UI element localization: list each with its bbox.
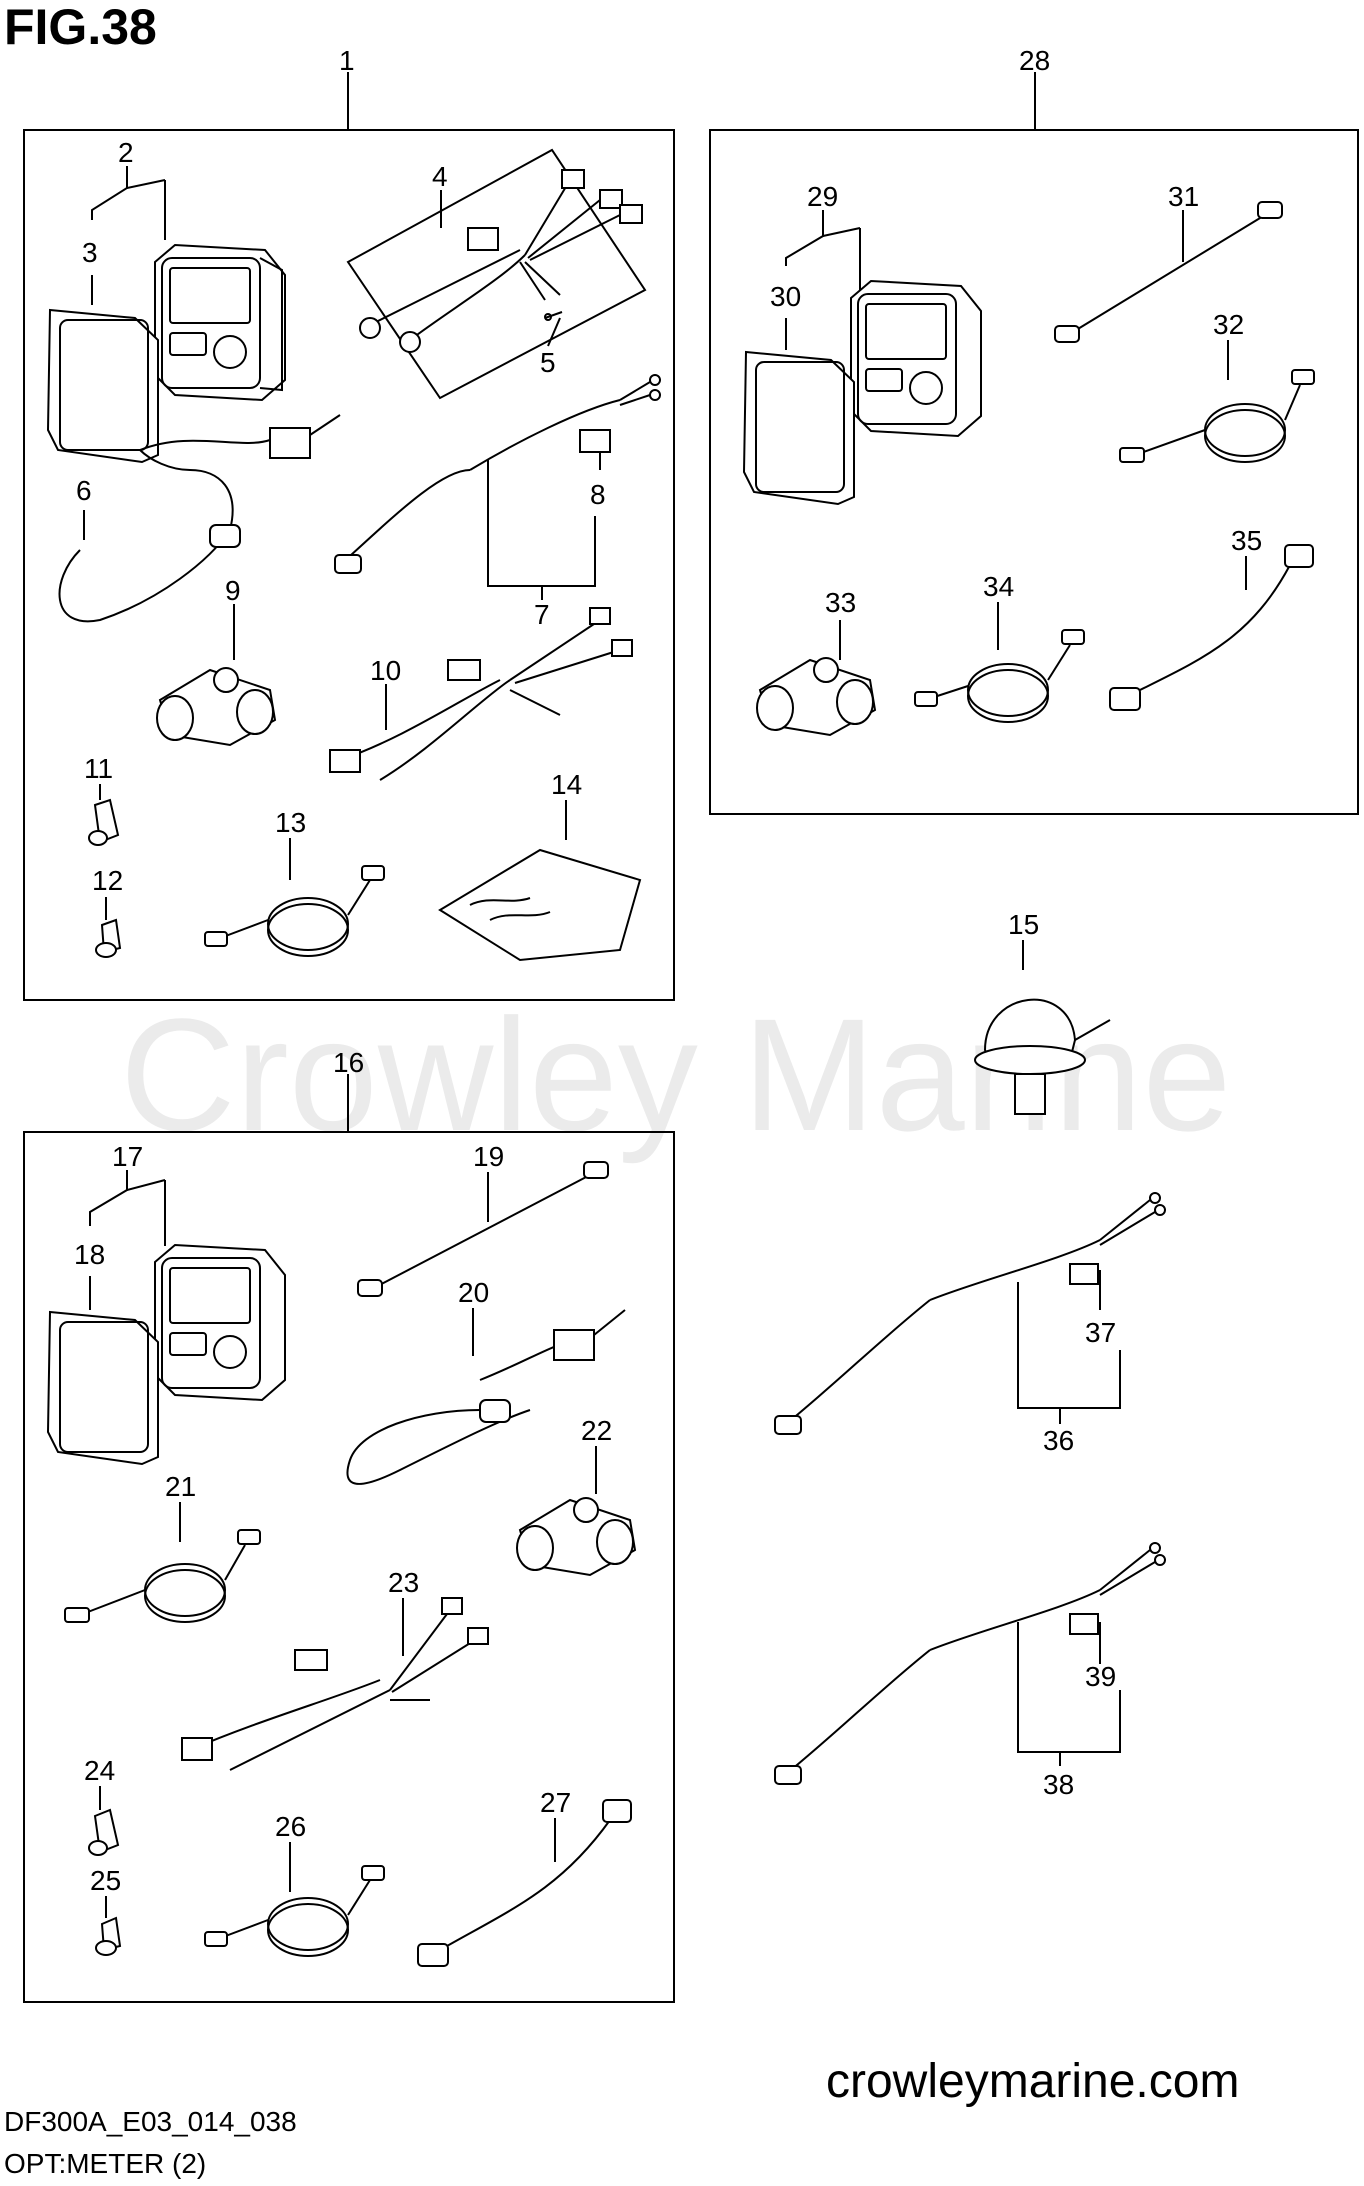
callout-29: 29	[807, 181, 838, 212]
callout-5: 5	[540, 347, 556, 378]
callout-20: 20	[458, 1277, 489, 1308]
harness-10	[329, 607, 633, 781]
callout-17: 17	[112, 1141, 143, 1172]
callout-15: 15	[1008, 909, 1039, 940]
callout-22: 22	[581, 1415, 612, 1446]
callout-1: 1	[339, 45, 355, 76]
fuse-5	[544, 311, 563, 321]
display-unit-2	[154, 243, 286, 402]
callout-2: 2	[118, 137, 134, 168]
callout-14: 14	[551, 769, 582, 800]
callout-4: 4	[432, 161, 448, 192]
callout-13: 13	[275, 807, 306, 838]
cable-27	[417, 1799, 632, 1967]
harness-23	[181, 1597, 489, 1771]
cable-31	[1054, 201, 1283, 343]
sensor-cable-20	[346, 1309, 626, 1485]
figure-title: FIG.38	[4, 0, 157, 55]
cable-32	[1119, 369, 1315, 463]
callout-28: 28	[1019, 45, 1050, 76]
display-unit-29	[850, 279, 982, 438]
callout-23: 23	[388, 1567, 419, 1598]
callout-3: 3	[82, 237, 98, 268]
callout-21: 21	[165, 1471, 196, 1502]
callout-10: 10	[370, 655, 401, 686]
callout-25: 25	[90, 1865, 121, 1896]
sensor-cable-6	[58, 414, 341, 623]
callout-18: 18	[74, 1239, 105, 1270]
t-connector-33	[756, 657, 877, 737]
callout-27: 27	[540, 1787, 571, 1818]
cable-19	[357, 1161, 609, 1297]
cable-21	[64, 1529, 261, 1623]
harness-box-4	[346, 148, 647, 400]
callout-8: 8	[590, 479, 606, 510]
callout-39: 39	[1085, 1661, 1116, 1692]
terminator-11	[88, 798, 120, 846]
drawing-code: DF300A_E03_014_038	[4, 2106, 297, 2137]
cable-26	[204, 1865, 385, 1957]
callout-26: 26	[275, 1811, 306, 1842]
terminator-25	[95, 1916, 122, 1956]
callout-35: 35	[1231, 525, 1262, 556]
callout-36: 36	[1043, 1425, 1074, 1456]
callout-labels: 1 2 3 4 5 6 7 8 9 10 11 12 13 14 15 16 1…	[74, 45, 1262, 1896]
cable-36	[774, 1192, 1166, 1435]
callout-37: 37	[1085, 1317, 1116, 1348]
cable-34	[914, 629, 1085, 723]
cable-38	[774, 1542, 1166, 1785]
display-bezel-18	[46, 1310, 159, 1466]
parts-bag-14	[438, 848, 642, 962]
cable-13	[204, 865, 385, 957]
callout-24: 24	[84, 1755, 115, 1786]
figure-subtitle: OPT:METER (2)	[4, 2148, 207, 2179]
callout-34: 34	[983, 571, 1014, 602]
callout-32: 32	[1213, 309, 1244, 340]
buzzer-15	[974, 998, 1111, 1115]
callout-12: 12	[92, 865, 123, 896]
callout-11: 11	[84, 753, 113, 784]
callout-6: 6	[76, 475, 92, 506]
callout-16: 16	[333, 1047, 364, 1078]
t-connector-9	[156, 667, 277, 747]
callout-31: 31	[1168, 181, 1199, 212]
callout-30: 30	[770, 281, 801, 312]
cable-35	[1109, 544, 1314, 711]
cable-7	[334, 374, 661, 574]
callout-19: 19	[473, 1141, 504, 1172]
callout-7: 7	[534, 599, 550, 630]
display-bezel-3	[46, 308, 159, 464]
harness-4	[359, 169, 643, 353]
callout-33: 33	[825, 587, 856, 618]
t-connector-22	[516, 1497, 637, 1577]
terminator-24	[88, 1808, 120, 1856]
callout-9: 9	[225, 575, 241, 606]
terminator-12	[95, 918, 122, 958]
callout-38: 38	[1043, 1769, 1074, 1800]
display-bezel-30	[742, 350, 855, 506]
website-label: crowleymarine.com	[826, 2055, 1240, 2108]
display-unit-17	[154, 1243, 286, 1402]
